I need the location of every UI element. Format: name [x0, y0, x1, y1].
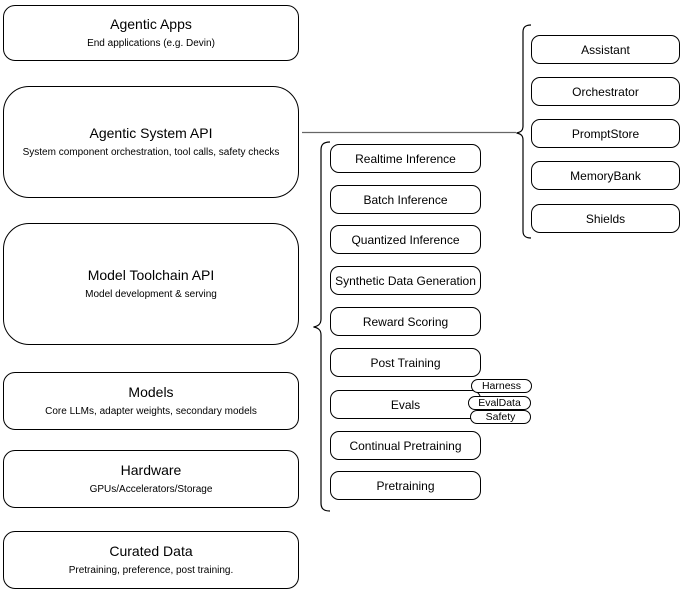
node-label: Batch Inference: [363, 192, 448, 207]
node-pretraining[interactable]: Pretraining: [330, 471, 481, 500]
node-subtitle: System component orchestration, tool cal…: [22, 146, 280, 158]
node-label: Evals: [390, 397, 421, 412]
node-hardware[interactable]: Hardware GPUs/Accelerators/Storage: [3, 450, 299, 508]
node-orchestrator[interactable]: Orchestrator: [531, 77, 680, 106]
node-label: Quantized Inference: [351, 232, 460, 247]
node-memorybank[interactable]: MemoryBank: [531, 161, 680, 190]
node-quantized-inference[interactable]: Quantized Inference: [330, 225, 481, 254]
node-label: MemoryBank: [570, 168, 641, 183]
node-model-toolchain-api[interactable]: Model Toolchain API Model development & …: [3, 223, 299, 345]
pill-label: Safety: [485, 410, 516, 423]
node-reward-scoring[interactable]: Reward Scoring: [330, 307, 481, 336]
node-label: Assistant: [581, 42, 630, 57]
pill-label: EvalData: [478, 396, 521, 409]
node-title: Models: [128, 384, 174, 401]
node-assistant[interactable]: Assistant: [531, 35, 680, 64]
node-title: Model Toolchain API: [87, 267, 215, 284]
node-batch-inference[interactable]: Batch Inference: [330, 185, 481, 214]
node-promptstore[interactable]: PromptStore: [531, 119, 680, 148]
node-title: Curated Data: [109, 543, 193, 560]
node-label: Pretraining: [376, 478, 435, 493]
toolchain-group-brace: [313, 141, 331, 512]
node-label: Realtime Inference: [355, 151, 456, 166]
node-evals[interactable]: Evals: [330, 390, 481, 419]
node-label: Synthetic Data Generation: [335, 273, 476, 288]
system-group-brace: [516, 24, 532, 239]
node-realtime-inference[interactable]: Realtime Inference: [330, 144, 481, 173]
node-synthetic-data-generation[interactable]: Synthetic Data Generation: [330, 266, 481, 295]
node-label: Shields: [585, 211, 626, 226]
node-curated-data[interactable]: Curated Data Pretraining, preference, po…: [3, 531, 299, 589]
pill-evaldata[interactable]: EvalData: [468, 396, 531, 410]
node-title: Agentic Apps: [110, 16, 192, 33]
node-subtitle: End applications (e.g. Devin): [87, 37, 215, 49]
node-label: PromptStore: [571, 126, 640, 141]
node-agentic-system-api[interactable]: Agentic System API System component orch…: [3, 86, 299, 198]
node-continual-pretraining[interactable]: Continual Pretraining: [330, 431, 481, 460]
node-subtitle: GPUs/Accelerators/Storage: [89, 483, 213, 495]
pill-harness[interactable]: Harness: [471, 379, 532, 393]
node-label: Orchestrator: [572, 84, 639, 99]
pill-safety[interactable]: Safety: [470, 410, 531, 424]
node-shields[interactable]: Shields: [531, 204, 680, 233]
node-title: Agentic System API: [89, 125, 213, 142]
node-agentic-apps[interactable]: Agentic Apps End applications (e.g. Devi…: [3, 5, 299, 61]
node-subtitle: Pretraining, preference, post training.: [68, 564, 234, 576]
node-label: Continual Pretraining: [349, 438, 462, 453]
pill-label: Harness: [481, 379, 522, 392]
node-subtitle: Core LLMs, adapter weights, secondary mo…: [45, 405, 257, 417]
node-subtitle: Model development & serving: [85, 288, 217, 300]
node-post-training[interactable]: Post Training: [330, 348, 481, 377]
node-models[interactable]: Models Core LLMs, adapter weights, secon…: [3, 372, 299, 430]
node-title: Hardware: [120, 462, 182, 479]
node-label: Post Training: [370, 355, 441, 370]
node-label: Reward Scoring: [362, 314, 449, 329]
